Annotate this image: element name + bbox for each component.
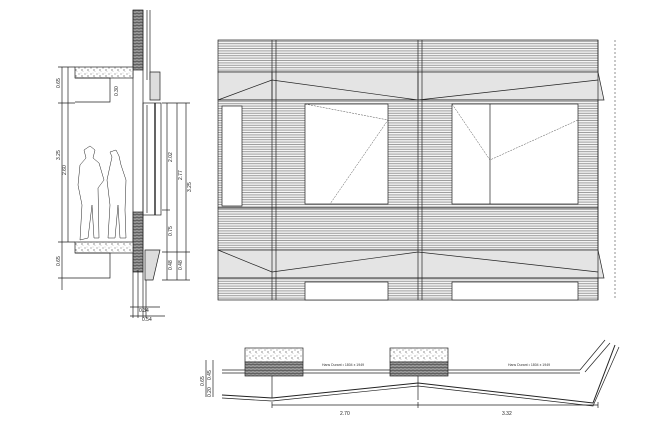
dim-label: 2.70: [340, 411, 350, 417]
plan-annotations: Hans Durant • 1804 x 1949 Hans Durant • …: [200, 363, 550, 417]
sunshade-band-bottom: [217, 249, 605, 279]
section-dimensions: 0.65 0.30 3.25 2.60 0.65 2.02 2.77 3.25 …: [56, 78, 193, 323]
dim-label: 0.48: [178, 260, 184, 270]
facade-elevation: [217, 39, 616, 301]
dim-label: 0.65: [56, 256, 62, 266]
dim-label: 0.75: [168, 226, 174, 236]
person-figure: [106, 149, 127, 239]
window-section: [142, 102, 162, 216]
dim-label: 0.65: [56, 78, 62, 88]
dim-label: 0.65: [200, 376, 206, 386]
dim-label: 2.60: [62, 165, 68, 175]
dim-label: 2.77: [178, 170, 184, 180]
floor-slab-upper: [74, 66, 134, 79]
louvre-band-lower: [217, 207, 599, 251]
dim-label: 3.25: [56, 150, 62, 160]
window-label: Hans Durant • 1804 x 1949: [508, 363, 550, 367]
dim-label: 2.02: [168, 152, 174, 162]
floor-slab-lower: [74, 241, 134, 254]
window-opening: [304, 103, 389, 205]
window-label: Hans Durant • 1804 x 1949: [322, 363, 364, 367]
column-plan: [244, 347, 304, 363]
dim-label: 3.25: [187, 182, 193, 192]
louvre-band-top: [217, 39, 599, 73]
dim-label: 0.54: [142, 317, 152, 323]
brick-wall-lower: [132, 211, 144, 273]
dim-label: 0.30: [114, 86, 120, 96]
brick-wall-upper: [132, 9, 144, 71]
dim-label: 3.32: [502, 411, 512, 417]
person-figure: [77, 145, 105, 241]
dim-label: 0.48: [168, 260, 174, 270]
dim-label: 0.20: [207, 387, 213, 397]
wall-section: [58, 9, 190, 318]
plan-section: [205, 339, 620, 408]
window-opening: [451, 103, 579, 205]
dim-label: 0.45: [207, 370, 213, 380]
column-plan: [389, 347, 449, 363]
sunshade-band-top: [217, 71, 605, 101]
dim-label: 0.34: [139, 308, 149, 314]
